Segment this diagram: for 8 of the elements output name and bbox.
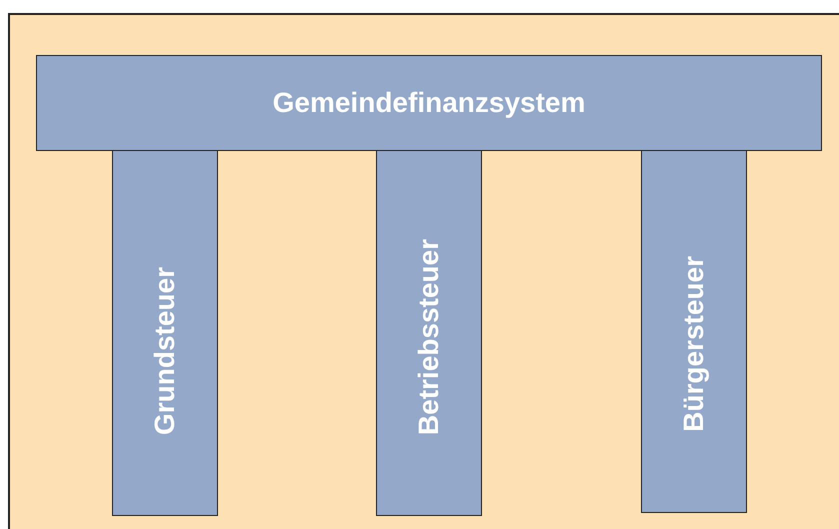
pillar <box>376 150 482 516</box>
pillar <box>641 150 747 513</box>
title-label: Gemeindefinanzsystem <box>272 87 586 119</box>
pillar <box>112 150 218 516</box>
pillar-label: Betriebssteuer <box>413 238 445 435</box>
pillar-label: Bürgersteuer <box>678 256 710 432</box>
roof-beam <box>36 55 822 151</box>
pillar-label: Grundsteuer <box>149 266 181 435</box>
